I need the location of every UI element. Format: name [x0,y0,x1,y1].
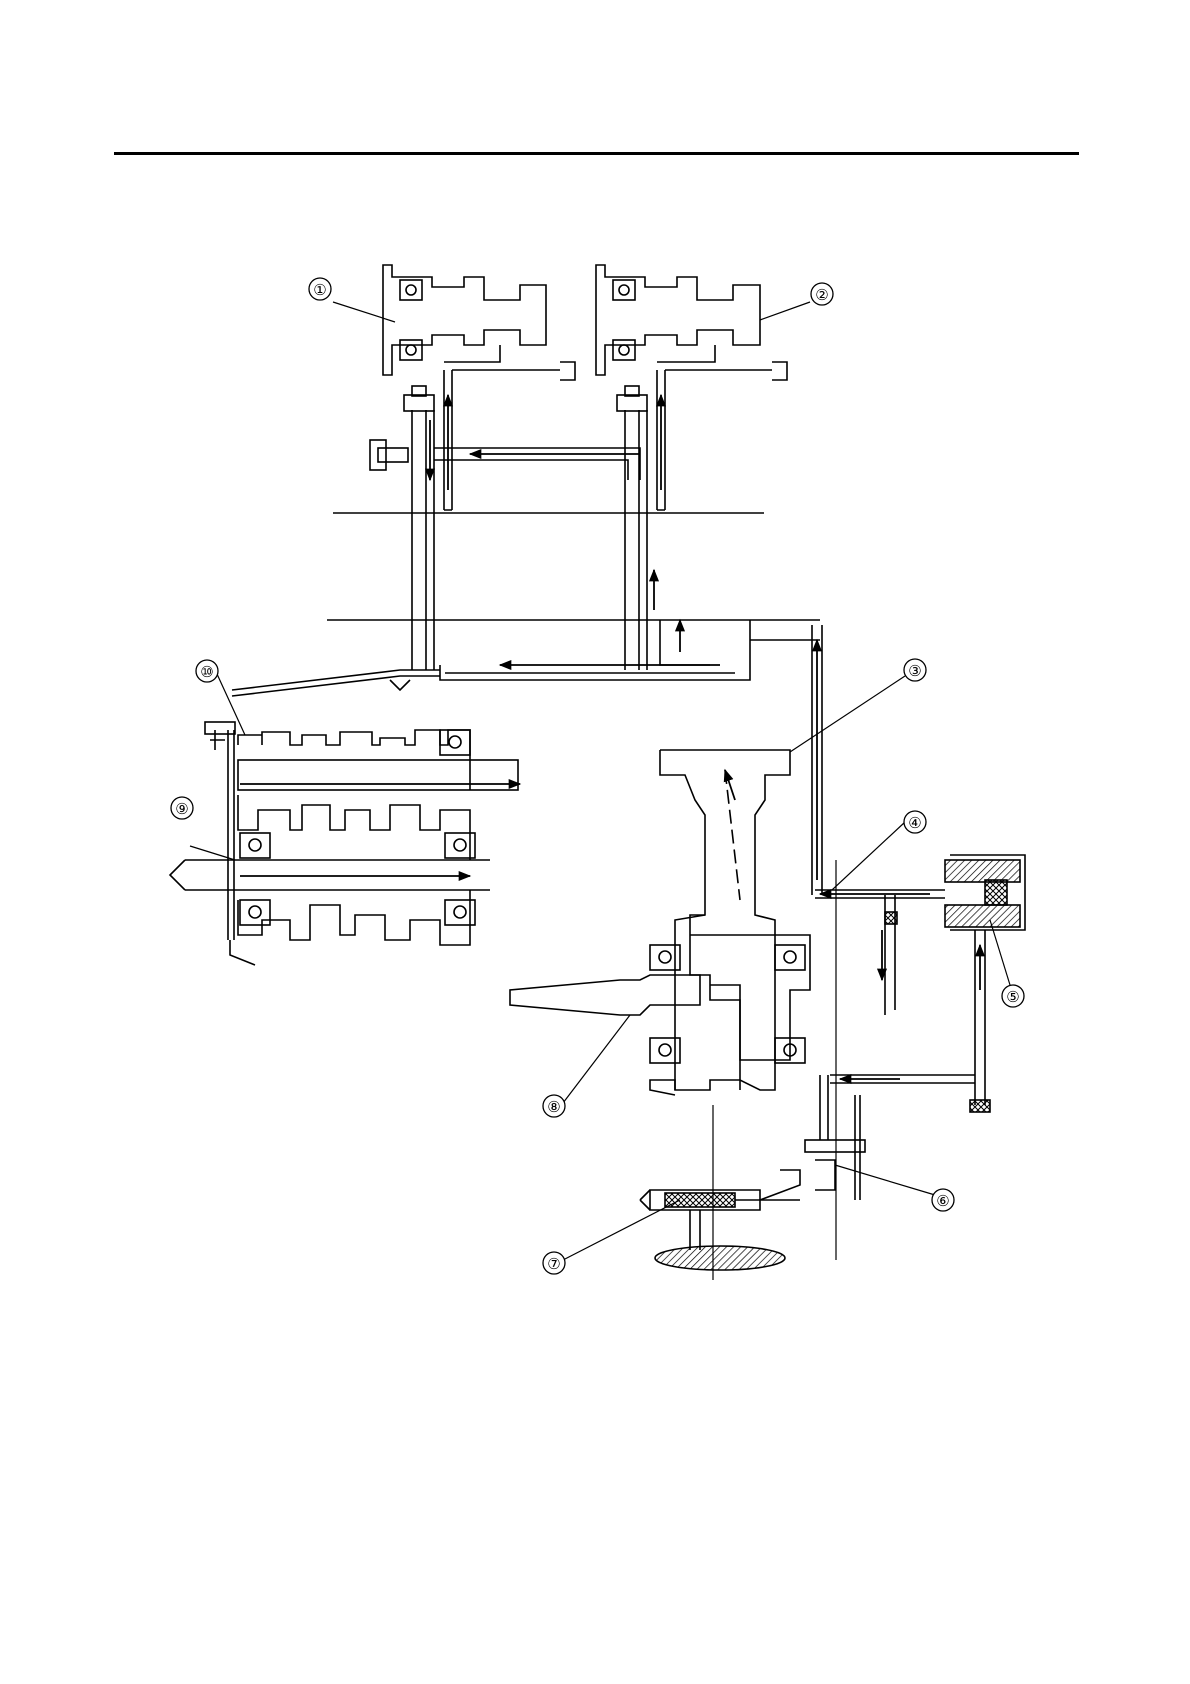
callout-3-label: ③ [908,662,921,680]
callout-5-label: ⑤ [1006,988,1019,1006]
callout-4: ④ [904,811,926,833]
callout-1-label: ① [313,281,326,299]
cam-oil-delivery-pipes [370,345,787,670]
callout-6: ⑥ [932,1189,954,1211]
oil-pump [760,1075,865,1200]
camshaft-intake [383,265,546,375]
callout-2-label: ② [815,286,828,304]
transmission [170,722,518,965]
callout-9: ⑨ [171,797,193,819]
callout-8-label: ⑧ [547,1098,560,1116]
callout-5: ⑤ [1002,985,1024,1007]
callout-7: ⑦ [543,1252,565,1274]
callout-3: ③ [904,659,926,681]
callout-4-label: ④ [908,814,921,832]
callout-10: ⑩ [196,660,218,682]
leader-lines [190,302,1010,1260]
main-gallery [232,620,820,696]
crankshaft [510,750,810,1095]
callout-9-label: ⑨ [175,800,188,818]
camshaft-exhaust [596,265,760,375]
callout-6-label: ⑥ [936,1192,949,1210]
callout-7-label: ⑦ [547,1255,560,1273]
callout-2: ② [811,283,833,305]
flow-arrows [240,395,980,1079]
callout-10-label: ⑩ [200,663,213,681]
callout-1: ① [309,278,331,300]
oil-strainer [640,1190,800,1270]
callout-8: ⑧ [543,1095,565,1117]
